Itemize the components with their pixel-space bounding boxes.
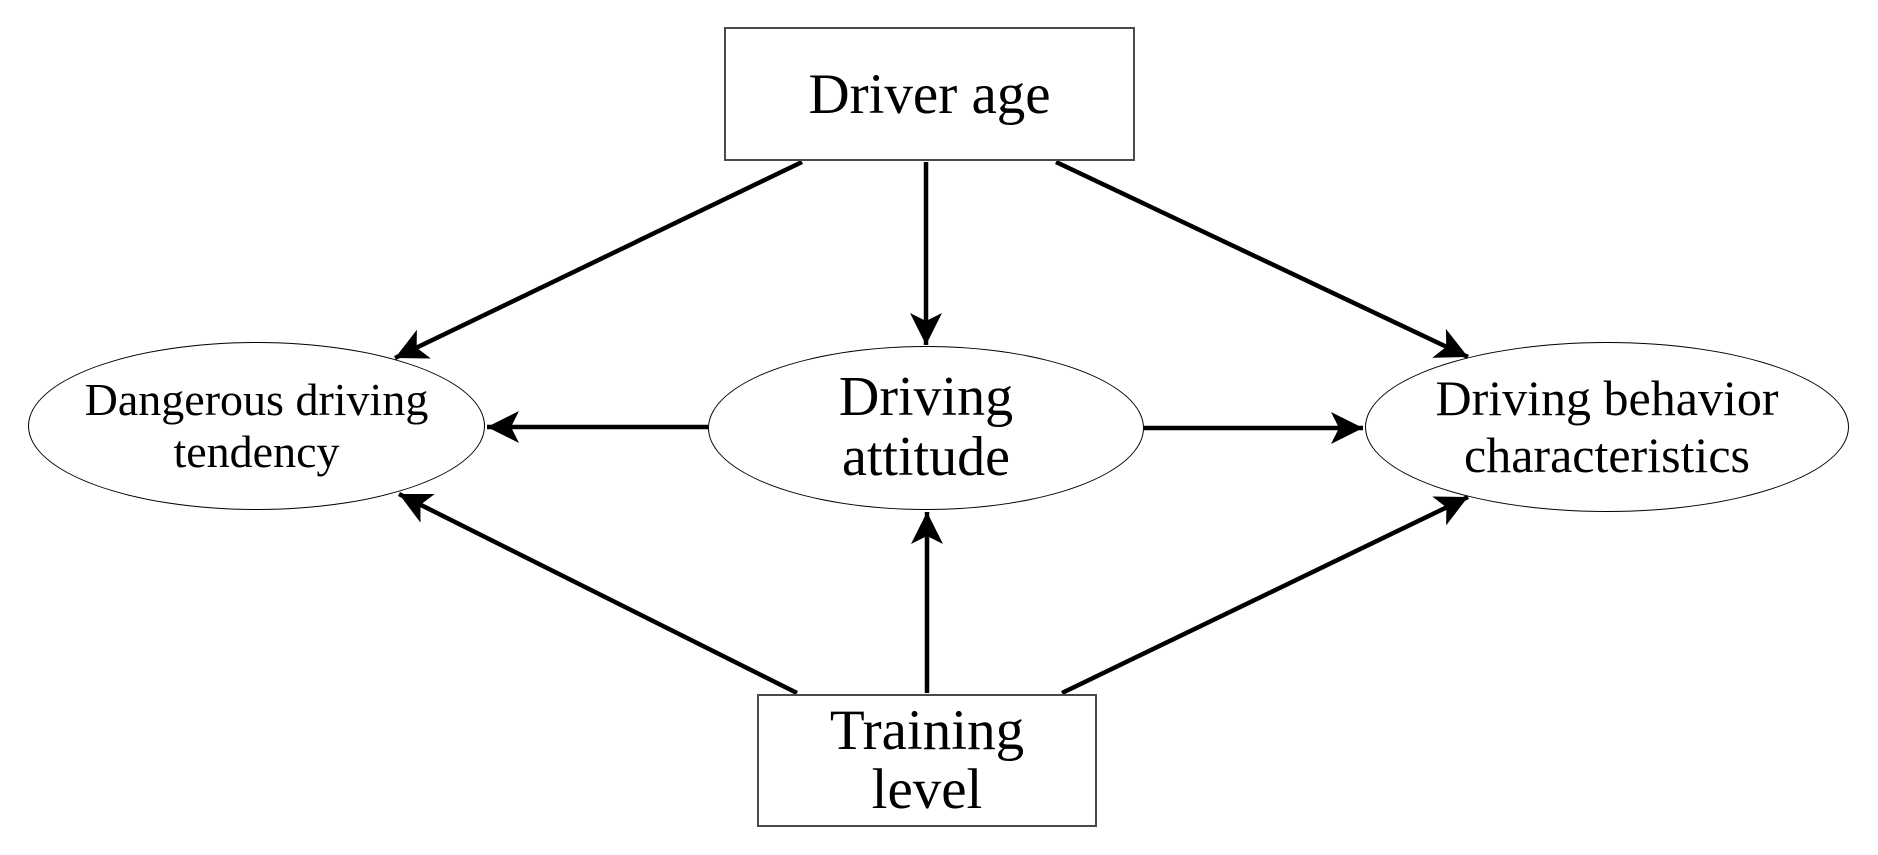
node-driving-behavior-characteristics-label-line2: characteristics — [1464, 427, 1750, 483]
node-dangerous-driving-tendency: Dangerous driving tendency — [28, 342, 485, 510]
node-driving-behavior-characteristics: Driving behavior characteristics — [1365, 342, 1849, 512]
node-driving-attitude-label-line2: attitude — [842, 426, 1010, 488]
node-dangerous-driving-tendency-label-line1: Dangerous driving — [84, 373, 429, 425]
arrow-training_level-to-dangerous_driving_tendency — [397, 491, 799, 696]
node-driver-age-label: Driver age — [808, 62, 1051, 126]
node-driving-attitude-label-line1: Driving — [838, 366, 1014, 429]
node-training-level-label-line2: level — [871, 757, 983, 821]
node-training-level: Training level — [757, 694, 1097, 827]
node-driver-age: Driver age — [724, 27, 1135, 161]
arrow-driver_age-to-driving_behavior_characteristics — [1055, 159, 1469, 360]
arrow-driver_age-to-dangerous_driving_tendency — [394, 159, 803, 361]
node-dangerous-driving-tendency-label-line2: tendency — [173, 426, 340, 477]
node-training-level-label-line1: Training — [829, 698, 1025, 762]
arrow-training_level-to-driving_behavior_characteristics — [1061, 494, 1469, 696]
node-driving-behavior-characteristics-label-line1: Driving behavior — [1435, 370, 1779, 426]
node-driving-attitude: Driving attitude — [708, 346, 1144, 510]
